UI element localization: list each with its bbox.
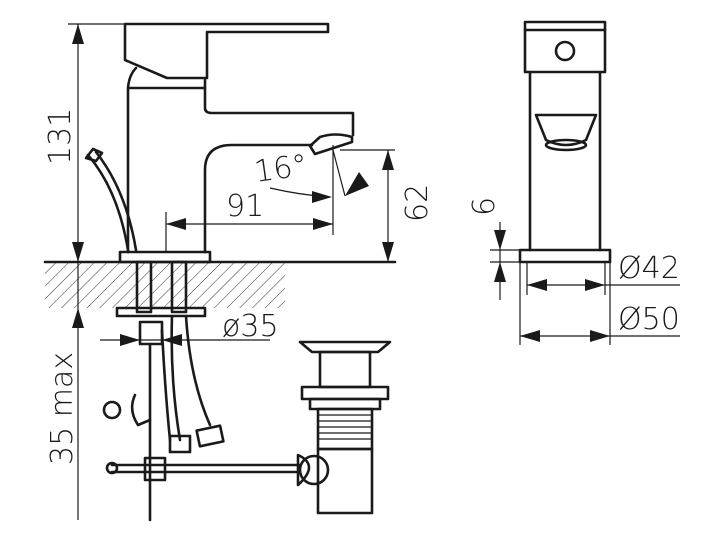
mounting-hardware xyxy=(102,260,302,522)
thread-lines xyxy=(318,414,372,440)
faucet-side-view xyxy=(84,22,355,264)
dim-total-height: 131 xyxy=(43,108,78,165)
dim-spout-angle: 16° xyxy=(252,148,310,190)
dim-hole-diameter: ø35 xyxy=(222,309,279,344)
dim-spout-height: 62 xyxy=(400,184,435,222)
dim-base-diameter-inner: Ø42 xyxy=(618,251,680,286)
countertop-section xyxy=(43,260,397,308)
faucet-front-view xyxy=(518,20,612,264)
dim-max-counter-thickness: 35 max xyxy=(45,352,80,465)
dim-base-diameter-outer: Ø50 xyxy=(618,302,680,337)
pop-up-waste xyxy=(296,340,392,515)
dim-base-thickness: 6 xyxy=(467,197,502,216)
dim-spout-reach: 91 xyxy=(226,189,264,224)
dimension-lines xyxy=(68,23,680,520)
